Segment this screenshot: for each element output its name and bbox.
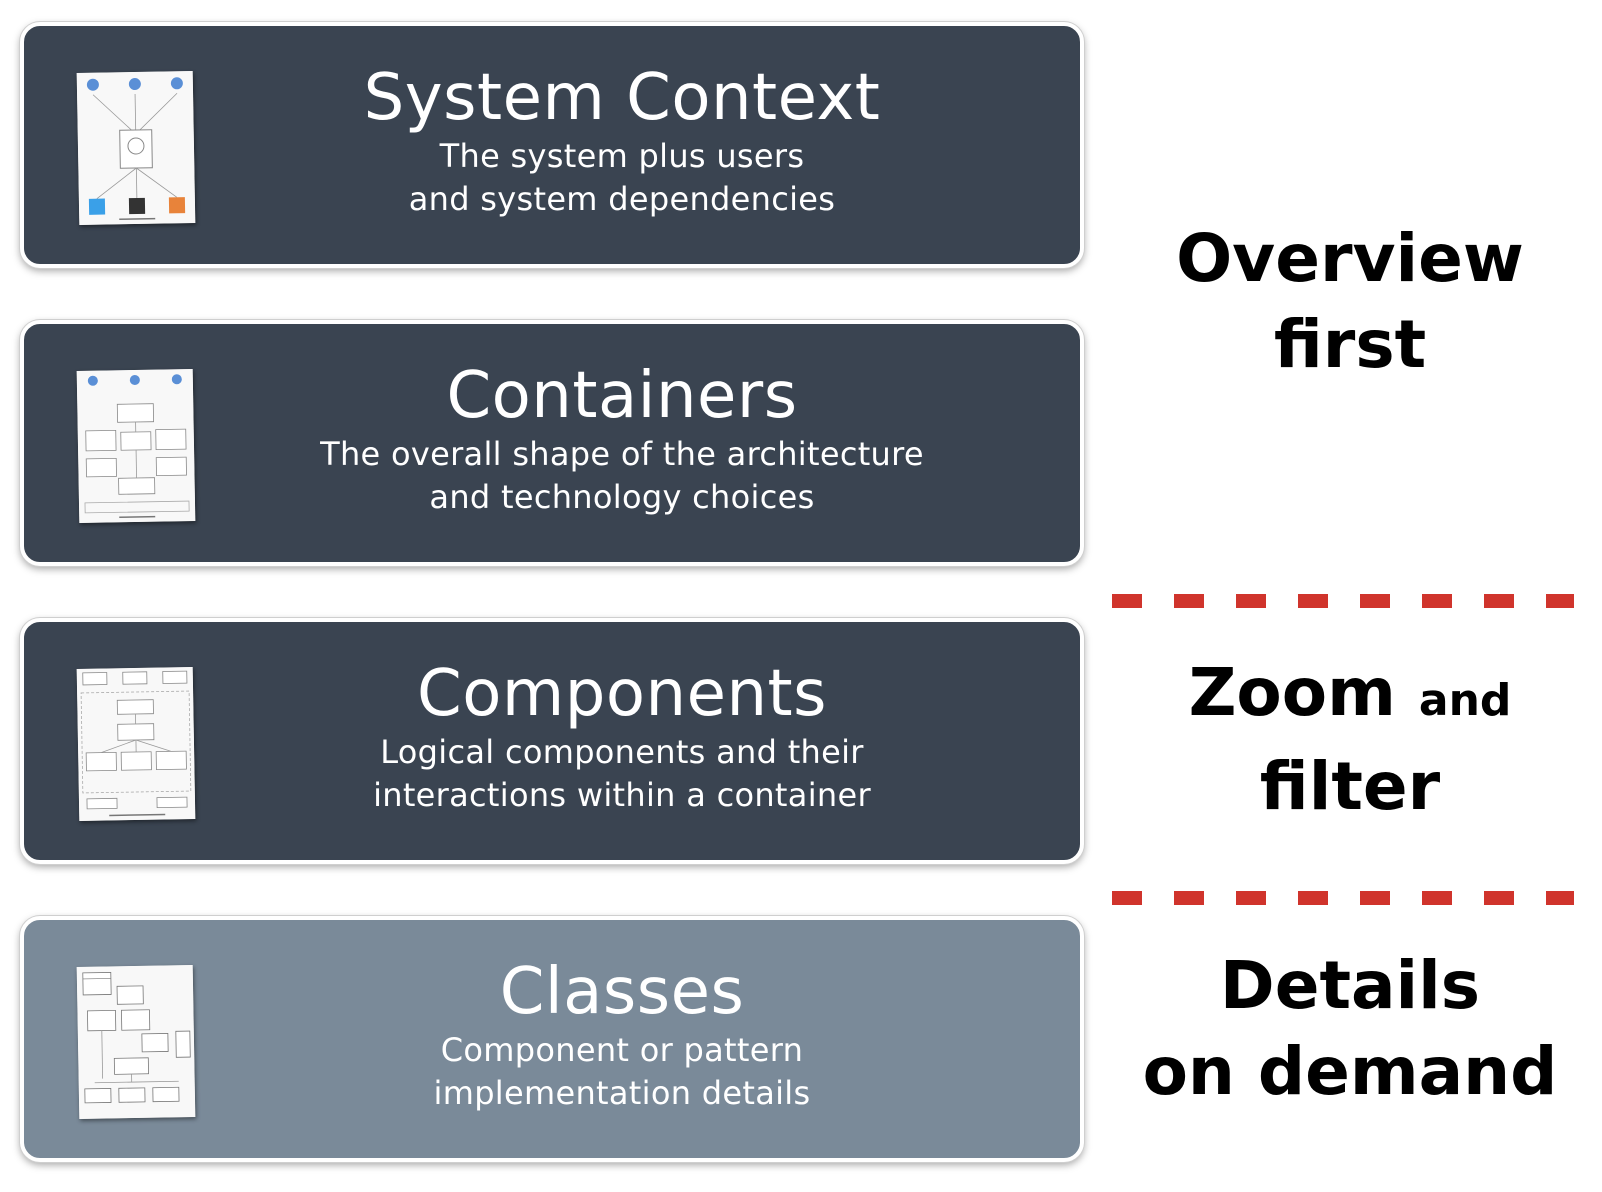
level-title: System Context [363, 61, 881, 135]
level-card-classes: Classes Component or pattern implementat… [20, 916, 1084, 1162]
level-card-system-context: System Context The system plus users and… [20, 22, 1084, 268]
level-description-line: Component or pattern [440, 1031, 804, 1069]
filter-label-line: filter [1259, 748, 1441, 825]
red-dashed-divider [1112, 594, 1574, 608]
level-title: Classes [499, 955, 745, 1029]
level-card-components: Components Logical components and their … [20, 618, 1084, 864]
red-dashed-divider [1112, 891, 1574, 905]
level-title: Containers [446, 359, 798, 433]
level-description-line: implementation details [433, 1074, 811, 1112]
details-label-line: on demand [1142, 1033, 1558, 1110]
level-title: Components [417, 657, 827, 731]
level-description-line: interactions within a container [373, 776, 871, 814]
level-description-line: Logical components and their [380, 733, 864, 771]
zoom-word: Zoom [1188, 654, 1396, 731]
context-diagram-thumbnail-icon [76, 70, 196, 226]
overview-first-label: Overview first [1100, 216, 1600, 388]
container-diagram-thumbnail-icon [76, 368, 196, 524]
level-description-line: and system dependencies [408, 180, 836, 218]
and-word: and [1418, 675, 1512, 726]
class-diagram-thumbnail-icon [76, 964, 196, 1120]
details-on-demand-label: Details on demand [1100, 943, 1600, 1115]
zoom-label-line: Zoom and [1100, 650, 1600, 744]
zoom-and-filter-label: Zoom and filter [1100, 650, 1600, 830]
details-label-line: Details [1219, 947, 1481, 1024]
component-diagram-thumbnail-icon [76, 666, 196, 822]
context-diagram-thumbnail [76, 70, 196, 226]
level-description-line: The overall shape of the architecture [320, 435, 924, 473]
container-diagram-thumbnail [76, 368, 196, 524]
overview-label-line: Overview [1176, 220, 1524, 297]
component-diagram-thumbnail [76, 666, 196, 822]
overview-label-line: first [1273, 306, 1427, 383]
level-description-line: and technology choices [429, 478, 815, 516]
class-diagram-thumbnail [76, 964, 196, 1120]
level-card-containers: Containers The overall shape of the arch… [20, 320, 1084, 566]
level-description-line: The system plus users [439, 137, 805, 175]
